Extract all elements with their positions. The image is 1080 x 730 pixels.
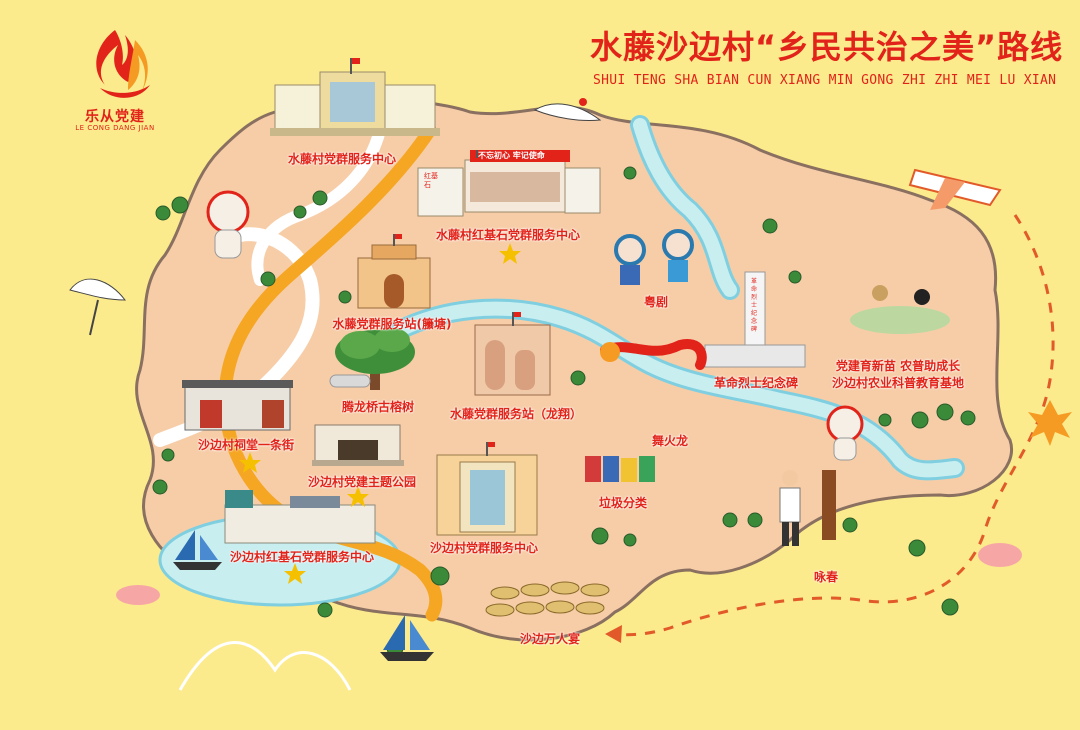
label-agri-base-line2[interactable]: 沙边村农业科普教育基地	[831, 376, 965, 390]
page-title: 水藤沙边村“乡民共治之美”路线	[590, 28, 1064, 66]
hill-decor	[178, 641, 352, 691]
building-ancestral-hall-street	[182, 380, 293, 431]
label-shabian-party-center[interactable]: 沙边村党群服务中心	[429, 541, 539, 555]
logo-subtitle: LE CONG DANG JIAN	[75, 124, 155, 132]
building-shabian-hongjishi	[224, 490, 376, 544]
label-shuiteng-hongjishi-center[interactable]: 水藤村红基石党群服务中心	[435, 228, 581, 242]
river-north-inner	[633, 118, 737, 297]
garbage-bin-icons	[585, 456, 655, 482]
crane-icon-top	[533, 98, 602, 121]
route-dashed-line	[614, 214, 1055, 637]
label-cantonese-opera[interactable]: 粤剧	[643, 295, 669, 309]
farm-icons	[850, 285, 950, 334]
maple-leaf-icon	[1028, 400, 1072, 446]
label-fire-dragon[interactable]: 舞火龙	[651, 434, 689, 448]
banquet-icons	[485, 581, 610, 617]
label-martyrs-monument[interactable]: 革命烈士纪念碑	[713, 376, 799, 390]
building-longxiang-station	[474, 312, 551, 396]
opera-mask-icons	[614, 229, 694, 285]
banyan-tree-icon	[329, 328, 415, 390]
logo-icon	[96, 30, 150, 98]
building-party-theme-park	[312, 424, 404, 466]
mascot-lion-icon	[206, 190, 250, 259]
page-title-pinyin: SHUI TENG SHA BIAN CUN XIANG MIN GONG ZH…	[593, 73, 1057, 88]
label-ancestral-hall-street[interactable]: 沙边村祠堂一条街	[197, 438, 295, 452]
building-tengtang-station	[357, 234, 431, 309]
airplane-icon	[908, 168, 1002, 210]
label-shuiteng-station-longxiang[interactable]: 水藤党群服务站（龙翔）	[449, 407, 583, 421]
slogan-sign: 不忘初心 牢记使命	[478, 151, 545, 160]
lotus-icons	[116, 543, 1022, 605]
star-icons	[239, 243, 521, 584]
label-garbage-sorting[interactable]: 垃圾分类	[598, 496, 648, 510]
label-shabian-hongjishi-center[interactable]: 沙边村红基石党群服务中心	[229, 550, 375, 564]
river-main-inner	[393, 301, 962, 478]
label-shuiteng-station-tengtang[interactable]: 水藤党群服务站(籘塘)	[332, 317, 452, 331]
wing-chun-icon	[779, 470, 836, 546]
label-wing-chun[interactable]: 咏春	[813, 570, 839, 584]
mascot-lion-icon-right	[826, 405, 864, 461]
building-shuiteng-party-center	[270, 58, 440, 136]
label-tenglong-bridge-banyan[interactable]: 腾龙桥古榕树	[341, 400, 415, 414]
route-arrow-head	[605, 625, 622, 643]
building-shabian-party-center	[436, 442, 538, 536]
martyrs-monument-icon	[704, 271, 806, 368]
sailboat-icons	[173, 530, 434, 661]
building-shuiteng-hongjishi	[417, 150, 601, 217]
crane-icon-left	[69, 278, 127, 336]
label-agri-base-line1[interactable]: 党建育新苗 农普助成长	[835, 359, 961, 373]
fire-dragon-icon	[600, 339, 707, 370]
monument-inscription: 革命烈士纪念碑	[751, 278, 758, 333]
logo-title: 乐从党建	[85, 109, 145, 125]
label-party-theme-park[interactable]: 沙边村党建主题公园	[307, 475, 417, 489]
label-shuiteng-party-center[interactable]: 水藤村党群服务中心	[287, 152, 397, 166]
label-shabian-banquet[interactable]: 沙边万人宴	[519, 632, 581, 646]
red-stone-sign: 红基石	[424, 172, 438, 189]
